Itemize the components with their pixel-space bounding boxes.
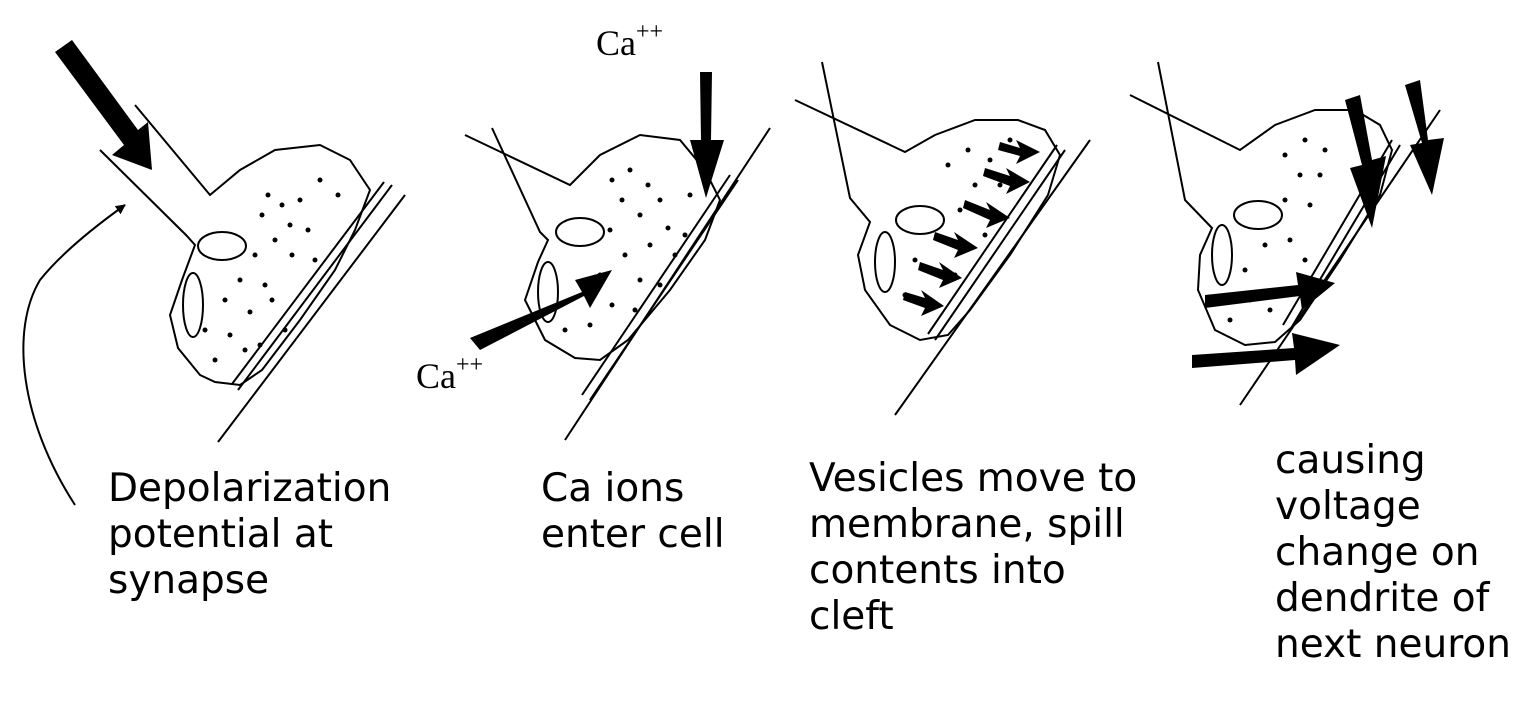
ion-charge: ++ bbox=[456, 352, 483, 378]
vesicle-large bbox=[896, 206, 944, 234]
calcium-ion-label-bottom: Ca++ bbox=[416, 355, 483, 397]
caption-line: next neuron bbox=[1275, 622, 1511, 668]
mitochondrion bbox=[183, 273, 203, 337]
presynaptic-membrane bbox=[590, 180, 738, 400]
panel-2-dots bbox=[563, 168, 693, 333]
panel-3-vesicle-arrows bbox=[903, 140, 1040, 316]
postsynaptic-membrane bbox=[895, 140, 1090, 415]
curved-pointer bbox=[23, 205, 125, 505]
mitochondrion bbox=[875, 232, 895, 292]
voltage-arrow-lower bbox=[1192, 333, 1340, 375]
incoming-depolarization-arrow bbox=[55, 40, 152, 170]
vesicle-large bbox=[1234, 201, 1282, 229]
caption-line: enter cell bbox=[541, 512, 725, 558]
panel-1-terminal bbox=[23, 105, 405, 505]
ion-charge: ++ bbox=[636, 19, 663, 45]
calcium-ion-label-top: Ca++ bbox=[596, 22, 663, 64]
ion-symbol: Ca bbox=[596, 23, 636, 63]
caption-line: cleft bbox=[809, 594, 1137, 640]
voltage-arrow-upper bbox=[1205, 272, 1335, 310]
mitochondrion bbox=[1212, 225, 1232, 285]
caption-panel-4: causing voltage change on dendrite of ne… bbox=[1275, 438, 1511, 668]
caption-line: potential at bbox=[108, 512, 391, 558]
caption-line: synapse bbox=[108, 558, 391, 604]
downward-arrow-outer bbox=[1405, 80, 1444, 195]
caption-line: Ca ions bbox=[541, 466, 725, 512]
caption-line: membrane, spill bbox=[809, 502, 1137, 548]
caption-line: dendrite of bbox=[1275, 576, 1511, 622]
panel-2-terminal bbox=[465, 128, 770, 440]
caption-line: causing bbox=[1275, 438, 1511, 484]
caption-panel-1: Depolarization potential at synapse bbox=[108, 466, 391, 604]
ion-symbol: Ca bbox=[416, 356, 456, 396]
caption-line: Vesicles move to bbox=[809, 456, 1137, 502]
calcium-entry-arrow-bottom bbox=[470, 270, 612, 350]
caption-line: Depolarization bbox=[108, 466, 391, 512]
postsynaptic-membrane bbox=[218, 195, 405, 442]
caption-line: change on bbox=[1275, 530, 1511, 576]
membrane-inner bbox=[232, 182, 384, 384]
caption-line: contents into bbox=[809, 548, 1137, 594]
caption-panel-3: Vesicles move to membrane, spill content… bbox=[809, 456, 1137, 640]
vesicle-large bbox=[198, 232, 246, 260]
caption-panel-2: Ca ions enter cell bbox=[541, 466, 725, 558]
vesicle-large bbox=[556, 218, 604, 246]
membrane-inner bbox=[582, 175, 730, 395]
caption-line: voltage bbox=[1275, 484, 1511, 530]
calcium-entry-arrow-top bbox=[690, 72, 724, 198]
panel-1-dots bbox=[203, 178, 341, 363]
